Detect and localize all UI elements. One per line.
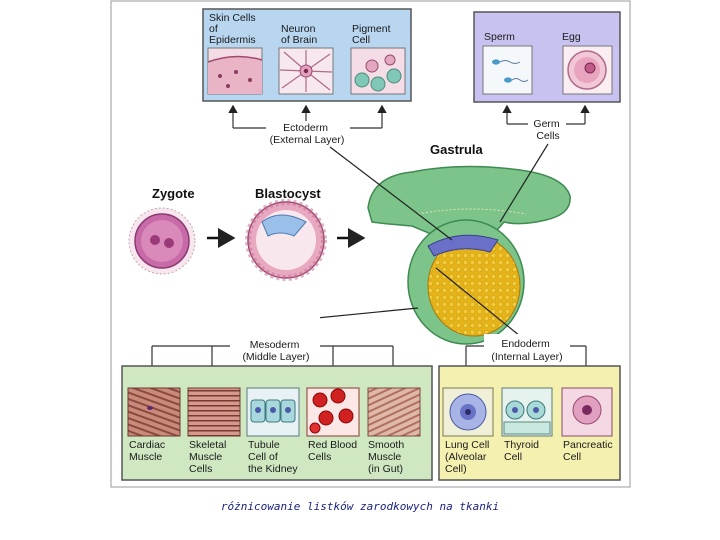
germ-label-bg [528,116,566,144]
blastocyst-label: Blastocyst [255,186,321,201]
germ-pointer-line [499,143,549,223]
zygote-image [128,207,196,275]
endoderm-layer-label: Endoderm (Internal Layer) [491,338,562,363]
smooth-muscle-image [367,387,421,437]
red-blood-cells-image [306,387,360,437]
ectoderm-pointer-line [329,146,453,241]
pancreatic-cell-label: Pancreatic Cell [563,439,616,463]
smooth-muscle-label: Smooth Muscle (in Gut) [368,439,407,475]
germ-cell-label-sperm: Sperm [484,31,515,43]
skeletal-muscle-label: Skeletal Muscle Cells [189,439,229,475]
ectoderm-cell-label-neuron: Neuron of Brain [281,23,318,46]
thyroid-cell-label: Thyroid Cell [504,439,542,463]
kidney-tubule-label: Tubule Cell of the Kidney [248,439,298,475]
kidney-tubule-image [246,387,300,437]
cardiac-muscle-image [127,387,181,437]
ectoderm-cell-label-skin: Skin Cells of Epidermis [209,12,259,46]
neuron-image [278,47,334,95]
ectoderm-label-bg [266,121,350,147]
ectoderm-layer-label: Ectoderm (External Layer) [270,122,345,146]
lung-cell-image [442,387,494,437]
egg-image [562,45,613,95]
pigment-cell-image [350,47,406,95]
thyroid-cell-image [501,387,553,437]
germ-layer-label: Germ Cells [533,118,562,142]
pancreatic-cell-image [561,387,613,437]
skin-cells-image [207,47,263,95]
red-blood-cells-label: Red Blood Cells [308,439,360,463]
mesoderm-layer-label: Mesoderm (Middle Layer) [242,339,309,363]
ectoderm-cell-label-pigment: Pigment Cell [352,23,393,46]
cardiac-muscle-label: Cardiac Muscle [129,439,168,463]
sperm-image [482,45,533,95]
caption: różnicowanie listków zarodkowych na tkan… [220,500,500,513]
gastrula-label: Gastrula [430,142,484,157]
germ-cell-label-egg: Egg [562,31,581,43]
blastocyst-image [245,199,327,281]
endoderm-pointer-line [435,267,521,337]
lung-cell-label: Lung Cell (Alveolar Cell) [445,439,492,475]
zygote-label: Zygote [152,186,195,201]
skeletal-muscle-image [187,387,241,437]
mesoderm-label-bg [230,314,320,366]
gastrula-image [367,165,571,345]
endoderm-label-bg [484,334,570,366]
